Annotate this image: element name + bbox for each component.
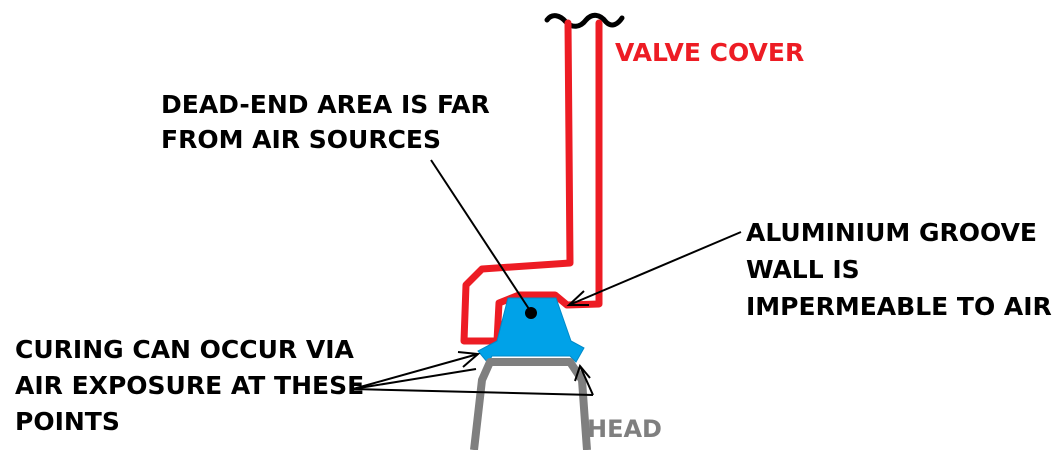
label-head: HEAD [587, 415, 662, 443]
label-dead-end-line-1: DEAD-END AREA IS FAR [161, 90, 490, 119]
label-valve-cover: VALVE COVER [615, 38, 804, 67]
valve-cover-outline [460, 19, 603, 345]
dead-end-pointer [430, 159, 530, 310]
curing-arrows [352, 351, 594, 396]
sealant-bead [477, 297, 585, 364]
break-squiggle [544, 12, 625, 29]
groove-wall-arrow [566, 231, 742, 306]
label-dead-end-line-2: FROM AIR SOURCES [161, 125, 441, 154]
label-groove-wall-line-3: IMPERMEABLE TO AIR [746, 292, 1052, 321]
label-curing-line-2: AIR EXPOSURE AT THESE [15, 371, 364, 400]
label-groove-wall-line-2: WALL IS [746, 255, 860, 284]
head-outline [470, 358, 591, 450]
dead-end-point [525, 307, 537, 319]
label-curing-line-1: CURING CAN OCCUR VIA [15, 335, 355, 364]
label-groove-wall-line-1: ALUMINIUM GROOVE [746, 218, 1037, 247]
label-curing-line-3: POINTS [15, 407, 120, 436]
